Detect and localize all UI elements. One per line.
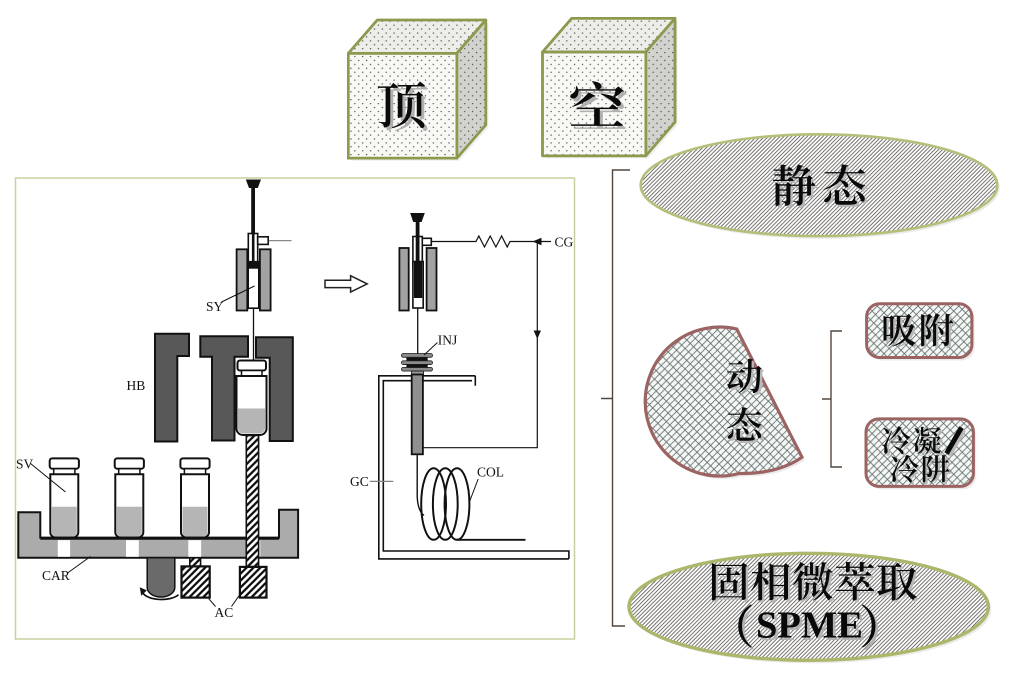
svg-text:CAR: CAR xyxy=(42,568,70,583)
svg-text:GC: GC xyxy=(350,474,369,489)
svg-text:COL: COL xyxy=(477,465,504,480)
svg-text:SPME: SPME xyxy=(759,607,866,649)
svg-text:INJ: INJ xyxy=(438,333,458,348)
svg-text:AC: AC xyxy=(215,605,234,620)
svg-text:CG: CG xyxy=(555,235,574,250)
svg-text:SY: SY xyxy=(206,299,224,314)
svg-text:SV: SV xyxy=(16,457,34,472)
svg-text:SPME: SPME xyxy=(756,605,863,647)
svg-text:HB: HB xyxy=(127,378,146,393)
